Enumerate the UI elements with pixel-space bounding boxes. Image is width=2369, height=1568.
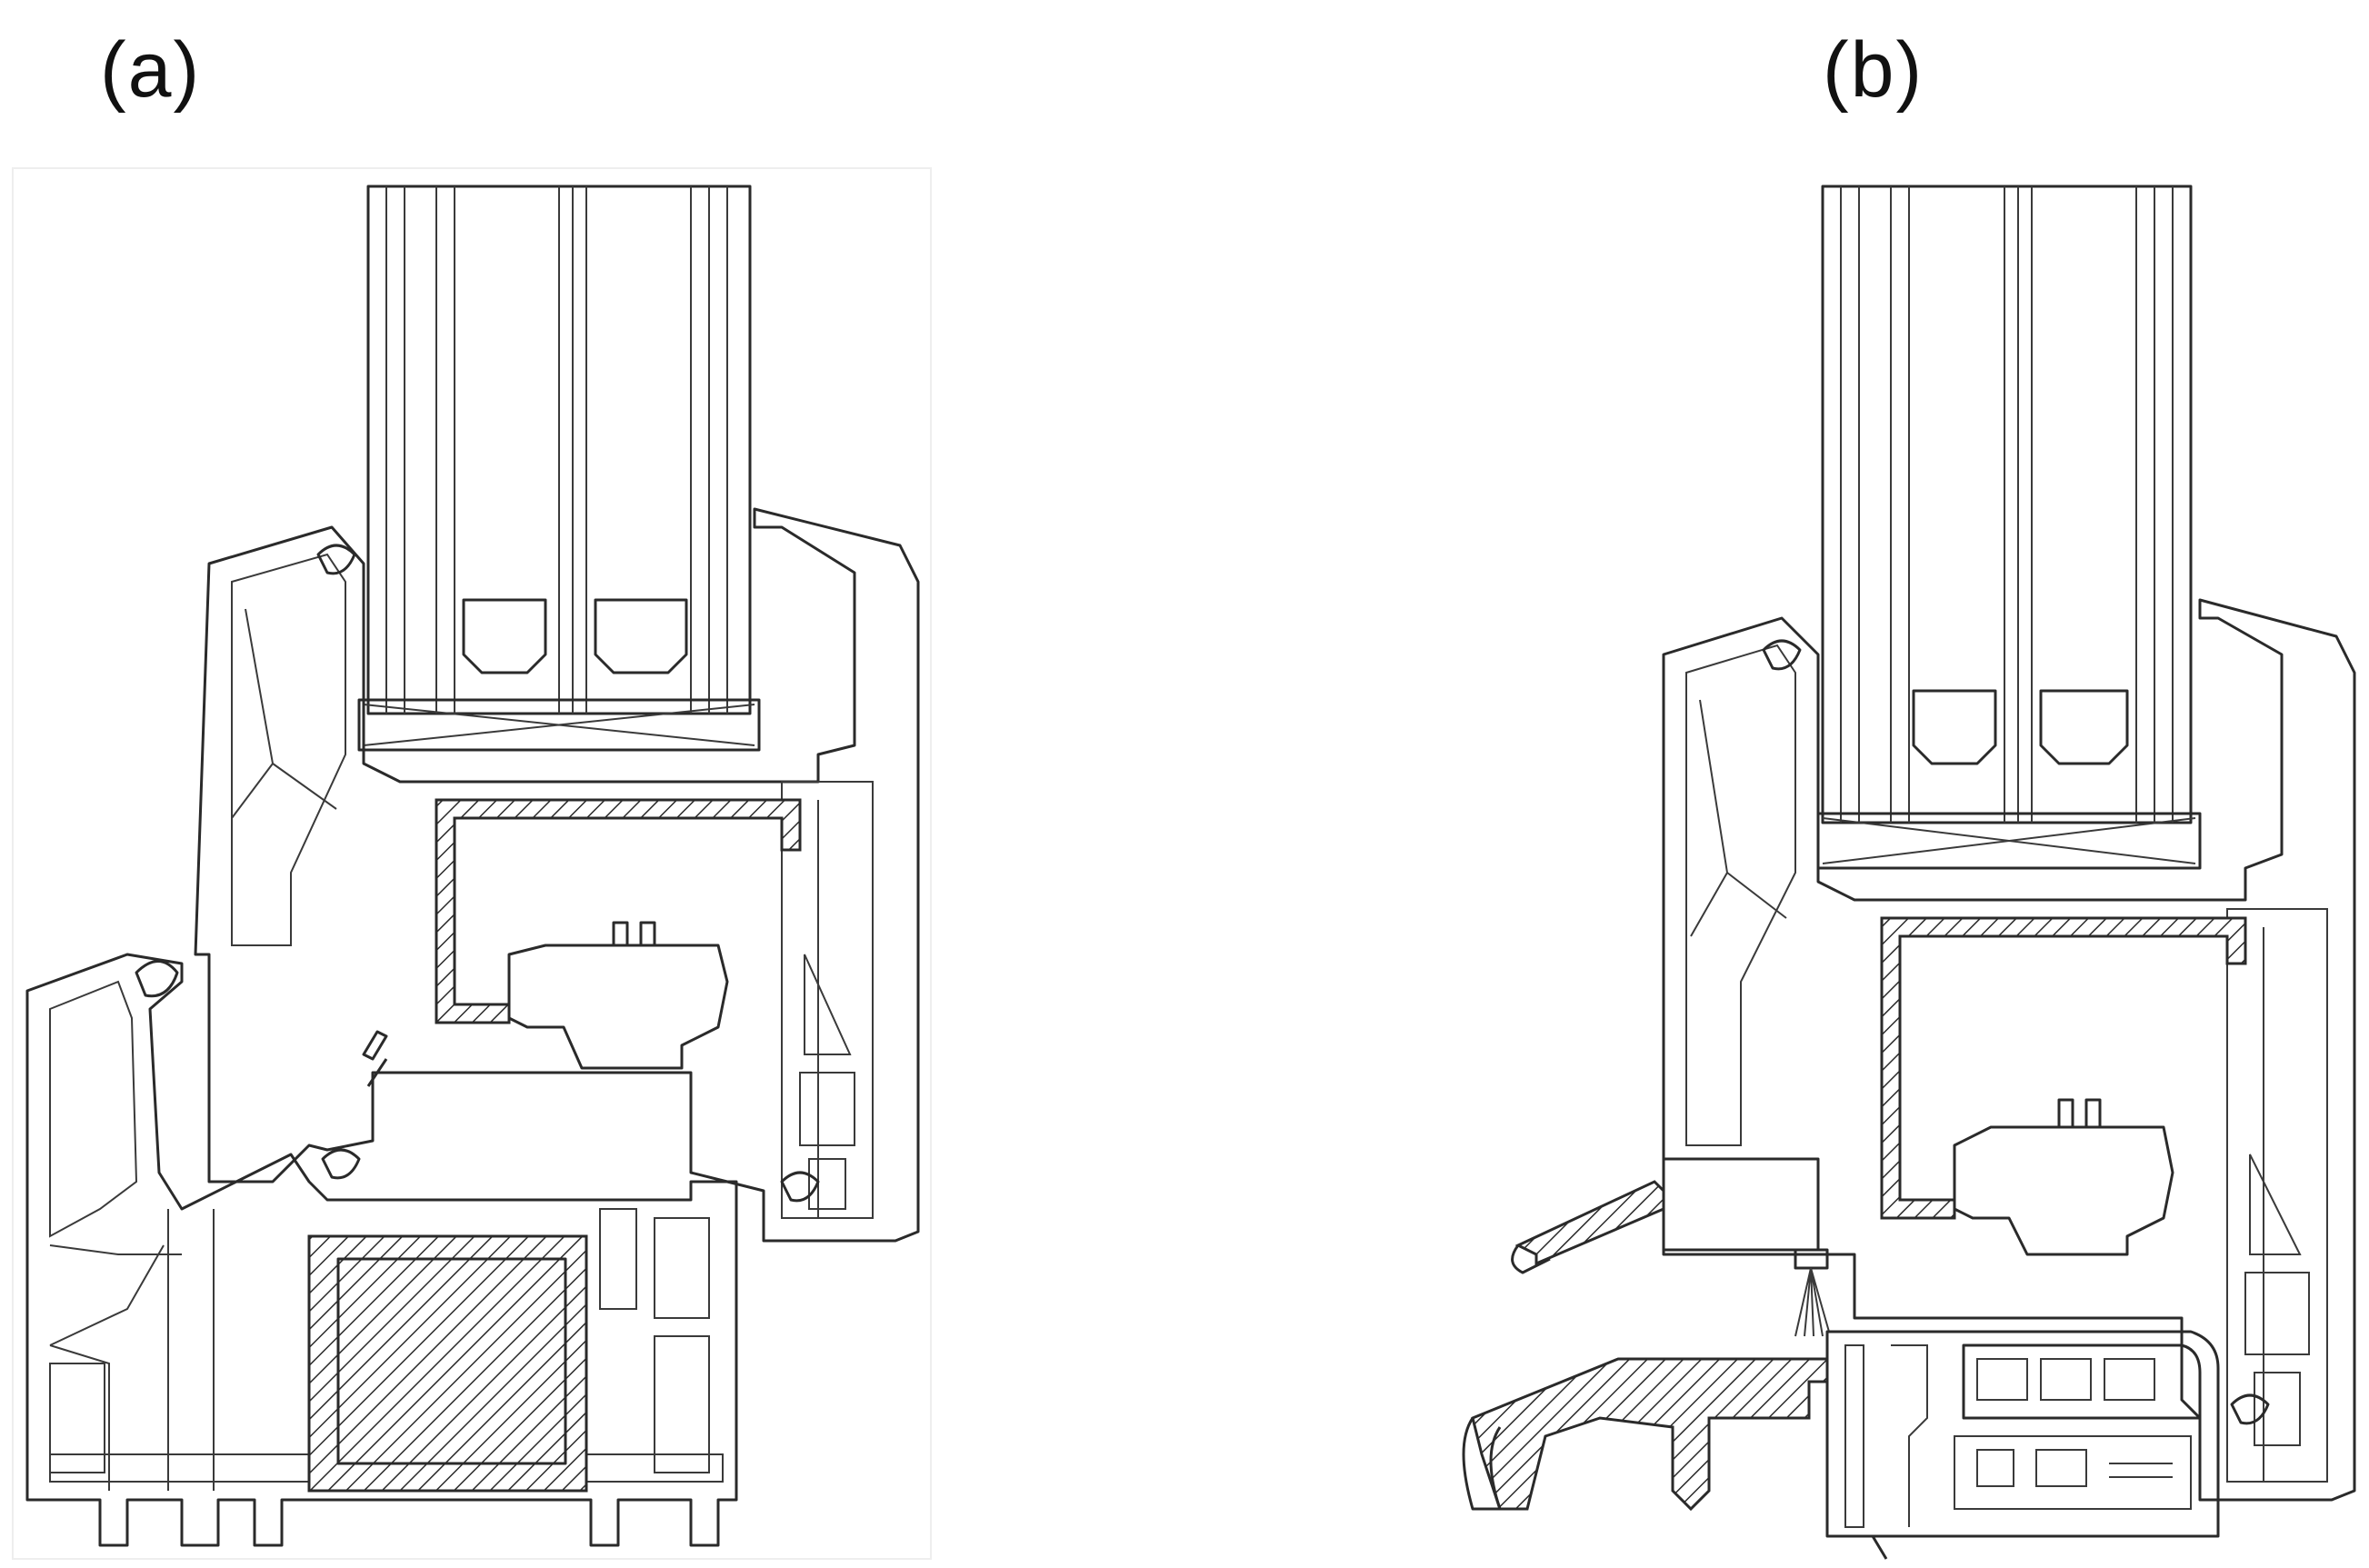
glazing-unit-b bbox=[1816, 185, 2202, 870]
frame-profile-a bbox=[25, 953, 738, 1547]
reinforcement-b bbox=[1880, 916, 2247, 1220]
reinforcement-lower-a bbox=[307, 1234, 588, 1493]
gasket-glazing-outer-b bbox=[1762, 639, 1802, 671]
gasket-frame-outer-a bbox=[135, 960, 179, 998]
glazing-unit-a bbox=[357, 185, 761, 752]
brush-seal-b bbox=[1794, 1248, 1830, 1337]
spacer-bar-right-b bbox=[2039, 689, 2129, 765]
gasket-glazing-outer-a bbox=[316, 544, 356, 575]
sash-profile-a bbox=[194, 507, 920, 1243]
sash-profile-b bbox=[1662, 598, 2356, 1502]
reinforcement-upper-a bbox=[435, 798, 802, 1024]
threshold-sill-b bbox=[1471, 1357, 1829, 1512]
panel-label-a: (a) bbox=[100, 26, 202, 114]
spacer-bar-right-a bbox=[594, 598, 688, 674]
spacer-bar-left-b bbox=[1912, 689, 1997, 765]
hardware-latch-a bbox=[362, 1030, 388, 1087]
gasket-inner-a bbox=[780, 1171, 820, 1203]
profile-b bbox=[1462, 185, 2356, 1560]
gasket-sash-a bbox=[321, 1148, 361, 1180]
spacer-bar-left-a bbox=[462, 598, 547, 674]
gasket-inner-b bbox=[2230, 1393, 2270, 1425]
profile-a bbox=[12, 167, 932, 1560]
drip-cap-b bbox=[1514, 1180, 1665, 1266]
panel-label-b: (b) bbox=[1823, 26, 1924, 114]
sill-body-b bbox=[1825, 1330, 2220, 1538]
panel-a-frame bbox=[12, 167, 932, 1560]
